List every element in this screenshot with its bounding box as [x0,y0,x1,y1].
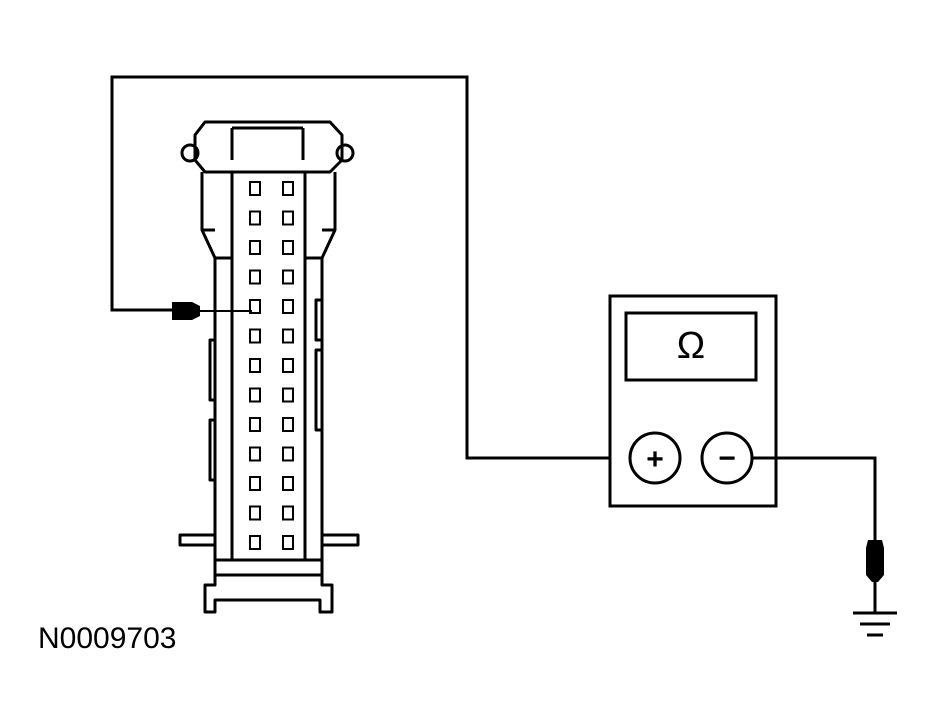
connector-pin [282,387,294,403]
positive-terminal [628,431,682,485]
connector-pin [249,328,261,344]
connector-pin [249,299,261,314]
connector-pin [282,446,294,462]
connector-pin [282,240,294,255]
connector-pin [249,535,261,550]
connector-pin [282,535,294,550]
ohm-symbol: Ω [677,325,705,367]
connector-pin [249,476,261,491]
probe-wire [110,75,632,460]
connector-pin [249,181,261,196]
connector-pin [282,299,294,314]
connector-pin [282,181,294,196]
connector-pin [282,210,294,226]
connector-pin [249,505,261,521]
connector-pin [249,240,261,255]
connector-pin [282,358,294,373]
ground-probe-handle [866,540,884,582]
connector-bottom-band [215,558,322,577]
ground-wire [752,456,877,540]
connector-latch [230,126,305,160]
ground-symbol-icon [853,611,897,637]
connector-pin [249,210,261,226]
connector-right-ribs [314,298,322,432]
connector-pin [282,505,294,521]
connector-pin [282,476,294,491]
connector-pin [249,269,261,285]
ohmmeter: Ω + − [608,294,778,508]
connector-inner-wall [230,172,307,562]
ground-probe [866,540,884,612]
connector-pin [249,446,261,462]
connector-pin [282,269,294,285]
figure-id: N0009703 [38,622,176,655]
ohmmeter-display [624,311,758,382]
connector-pin [282,417,294,432]
ground-lead [752,456,877,540]
connector-left-ear [180,143,200,163]
test-probe-icon [172,302,252,320]
connector [178,120,360,614]
connector-pin [249,358,261,373]
probe-handle [172,302,200,320]
connector-pin [282,328,294,344]
connector-pin [249,417,261,432]
connector-flange [178,533,360,547]
connector-pin [249,387,261,403]
positive-terminal-label: + [646,443,664,476]
connector-pin-grid [249,181,294,550]
connector-left-ribs [208,338,215,482]
connector-shoulder [202,228,335,260]
negative-terminal-label: − [718,442,736,475]
connector-right-ear [335,143,355,163]
probe-lead [110,75,632,460]
